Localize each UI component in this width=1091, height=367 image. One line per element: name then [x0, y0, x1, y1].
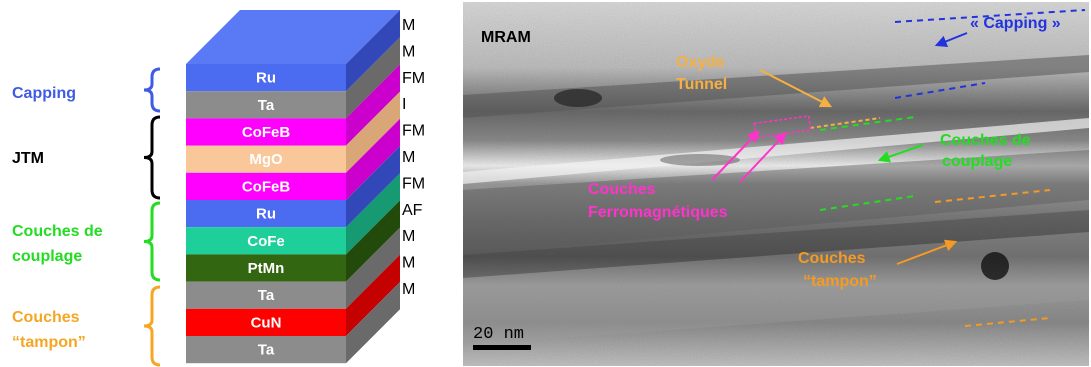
layer-label: Ta	[258, 97, 275, 114]
magnetism-label: M	[402, 255, 415, 272]
layer-label: Ta	[258, 287, 275, 304]
magnetism-label: M	[402, 228, 415, 245]
group-label-line: JTM	[12, 150, 44, 167]
layer-label: CoFeB	[242, 178, 291, 195]
layer-label: Ru	[256, 70, 276, 87]
brace	[143, 115, 161, 200]
layer-ru: Ru	[186, 10, 400, 92]
layer-label: Ta	[258, 342, 275, 359]
layer-cun: CuN	[186, 254, 400, 336]
group-label-3: Couches “tampon”	[12, 285, 161, 367]
layer-cofeb: CoFeB	[186, 64, 400, 146]
layer-ru: Ru	[186, 146, 400, 228]
brace	[143, 67, 161, 113]
layer-label: Ru	[256, 206, 276, 223]
layer-ptmn: PtMn	[186, 200, 400, 282]
brace	[143, 201, 161, 282]
layer-cofeb: CoFeB	[186, 118, 400, 200]
layer-label: CoFeB	[242, 124, 291, 141]
group-label-line: couplage	[12, 248, 82, 265]
magnetism-label: M	[402, 43, 415, 60]
magnetism-label: M	[402, 149, 415, 166]
layer-mgo: MgO	[186, 91, 400, 173]
magnetism-label: M	[402, 17, 415, 34]
layer-ta: Ta	[186, 282, 400, 364]
magnetism-label: FM	[402, 123, 425, 140]
magnetism-label: I	[402, 96, 406, 113]
couplage-annotation-2: couplage	[942, 153, 1012, 170]
group-label-0: Capping	[12, 67, 161, 113]
couplage-annotation-1: Couches de	[940, 132, 1031, 149]
ferro-annotation-2: Ferromagnétiques	[588, 204, 728, 221]
magnetism-label: FM	[402, 175, 425, 192]
group-label-line: Capping	[12, 85, 76, 102]
group-label-line: Couches	[12, 309, 80, 326]
stack-top-face	[186, 10, 400, 64]
scale-bar-label: 20 nm	[473, 325, 524, 344]
oxyde-annotation-1: Oxyde	[676, 54, 725, 71]
capping-annotation: « Capping »	[970, 15, 1061, 32]
layer-label: CuN	[251, 314, 282, 331]
group-label-line: “tampon”	[12, 334, 86, 351]
scale-bar	[473, 345, 531, 350]
tampon-annotation-1: Couches	[798, 250, 866, 267]
tem-title: MRAM	[481, 29, 531, 46]
ferro-annotation-1: Couches	[588, 181, 656, 198]
group-label-1: JTM	[12, 115, 161, 200]
layer-ta: Ta	[186, 37, 400, 119]
magnetism-label: FM	[402, 70, 425, 87]
group-label-2: Couches de couplage	[12, 201, 161, 282]
magnetism-label: AF	[402, 202, 423, 219]
layer-label: CoFe	[247, 233, 285, 250]
layer-cofe: CoFe	[186, 173, 400, 255]
group-label-line: Couches de	[12, 223, 103, 240]
layer-label: MgO	[249, 151, 283, 168]
layer-label: PtMn	[248, 260, 285, 277]
magnetism-label: M	[402, 281, 415, 298]
brace	[143, 285, 161, 367]
oxyde-annotation-2: Tunnel	[676, 76, 727, 93]
tem-micrograph: MRAM « Capping » Oxyde Tunnel Couches de…	[463, 2, 1089, 366]
tampon-annotation-2: “tampon”	[803, 273, 877, 290]
layer-ta: Ta	[186, 227, 400, 309]
